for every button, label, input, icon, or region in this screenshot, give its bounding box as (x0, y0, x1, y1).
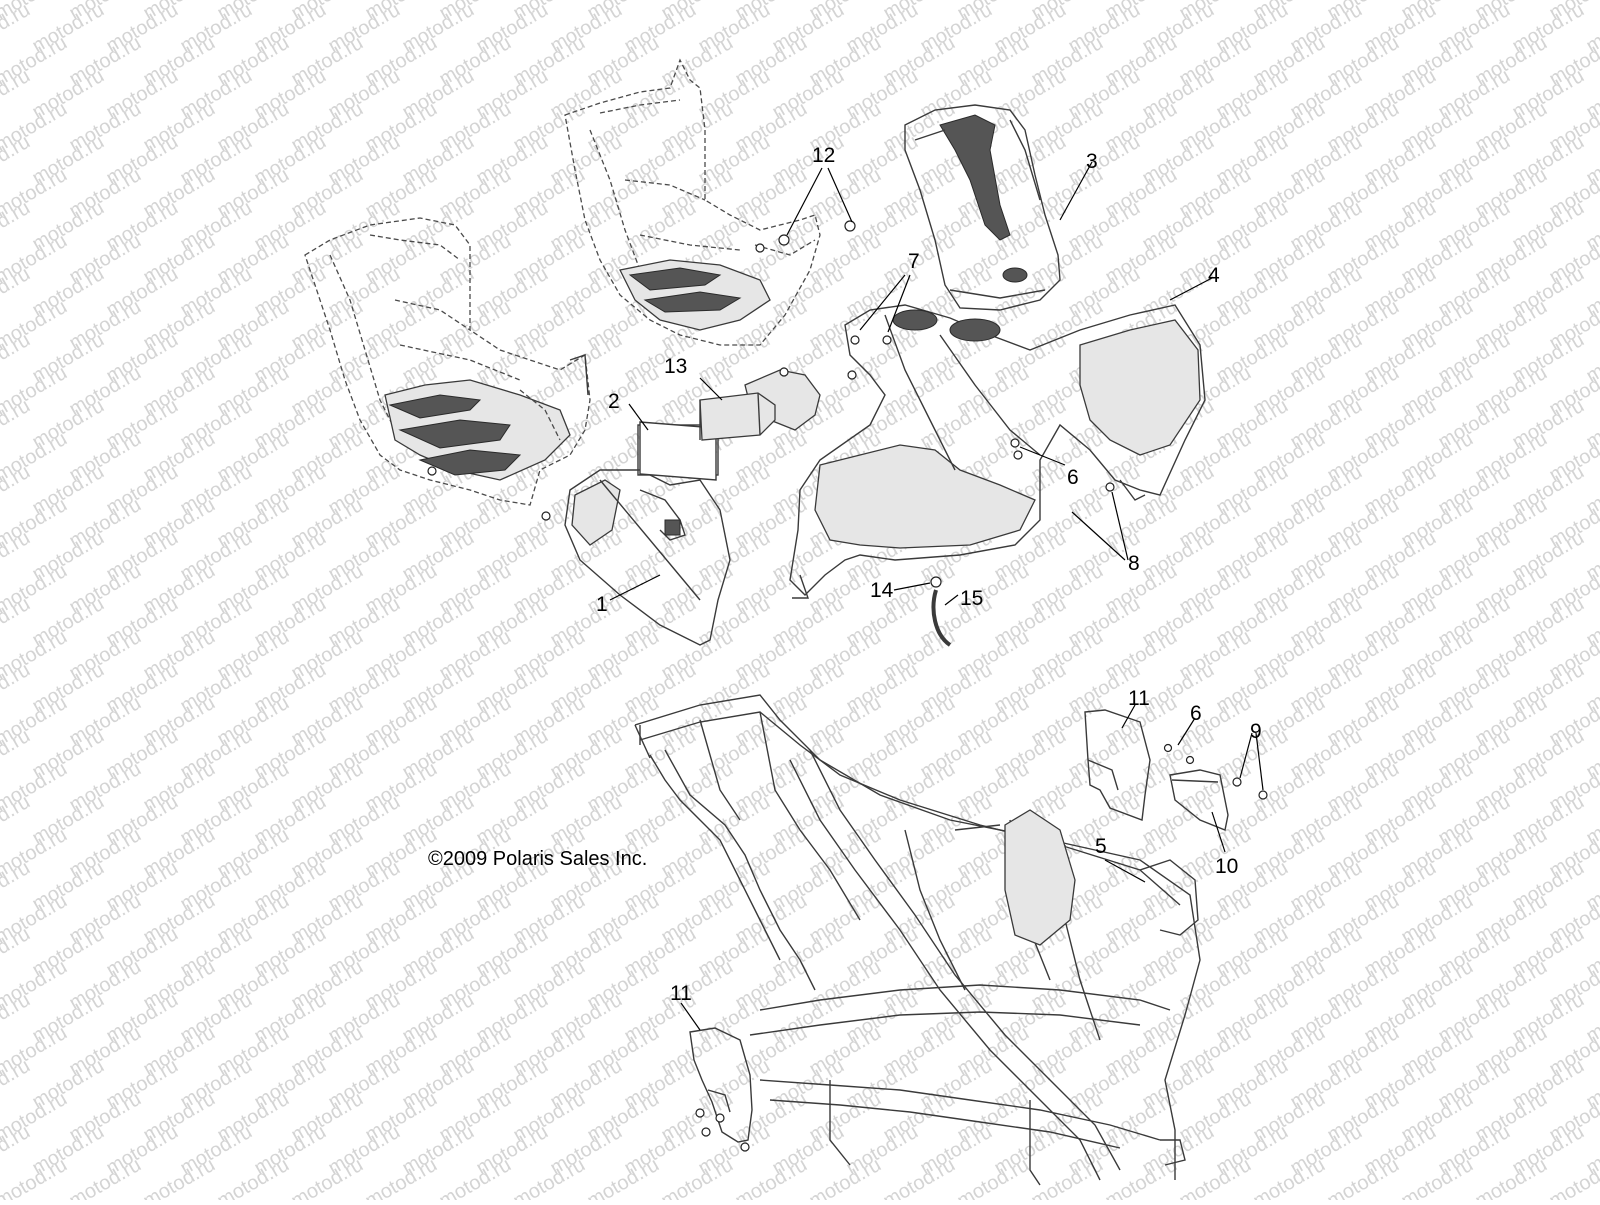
callout-1: 1 (596, 593, 608, 616)
callout-12: 12 (812, 144, 835, 167)
callout-6-upper: 6 (1067, 466, 1079, 489)
callout-4: 4 (1208, 264, 1220, 287)
callout-13: 13 (664, 355, 687, 378)
callout-10: 10 (1215, 855, 1238, 878)
callout-8: 8 (1128, 552, 1140, 575)
fastener-6-upper (1011, 439, 1019, 447)
callout-2: 2 (608, 390, 620, 413)
callout-15: 15 (960, 587, 983, 610)
callout-9: 9 (1250, 720, 1262, 743)
callout-11-lower: 11 (670, 982, 692, 1005)
callout-5: 5 (1095, 835, 1107, 858)
foam-block-part-13 (700, 393, 775, 440)
callout-3: 3 (1086, 150, 1098, 173)
callout-6-lower: 6 (1190, 702, 1202, 725)
callout-7: 7 (908, 250, 920, 273)
copyright-notice: ©2009 Polaris Sales Inc. (428, 848, 647, 870)
callout-14: 14 (870, 579, 894, 602)
callout-11-upper: 11 (1128, 687, 1150, 710)
